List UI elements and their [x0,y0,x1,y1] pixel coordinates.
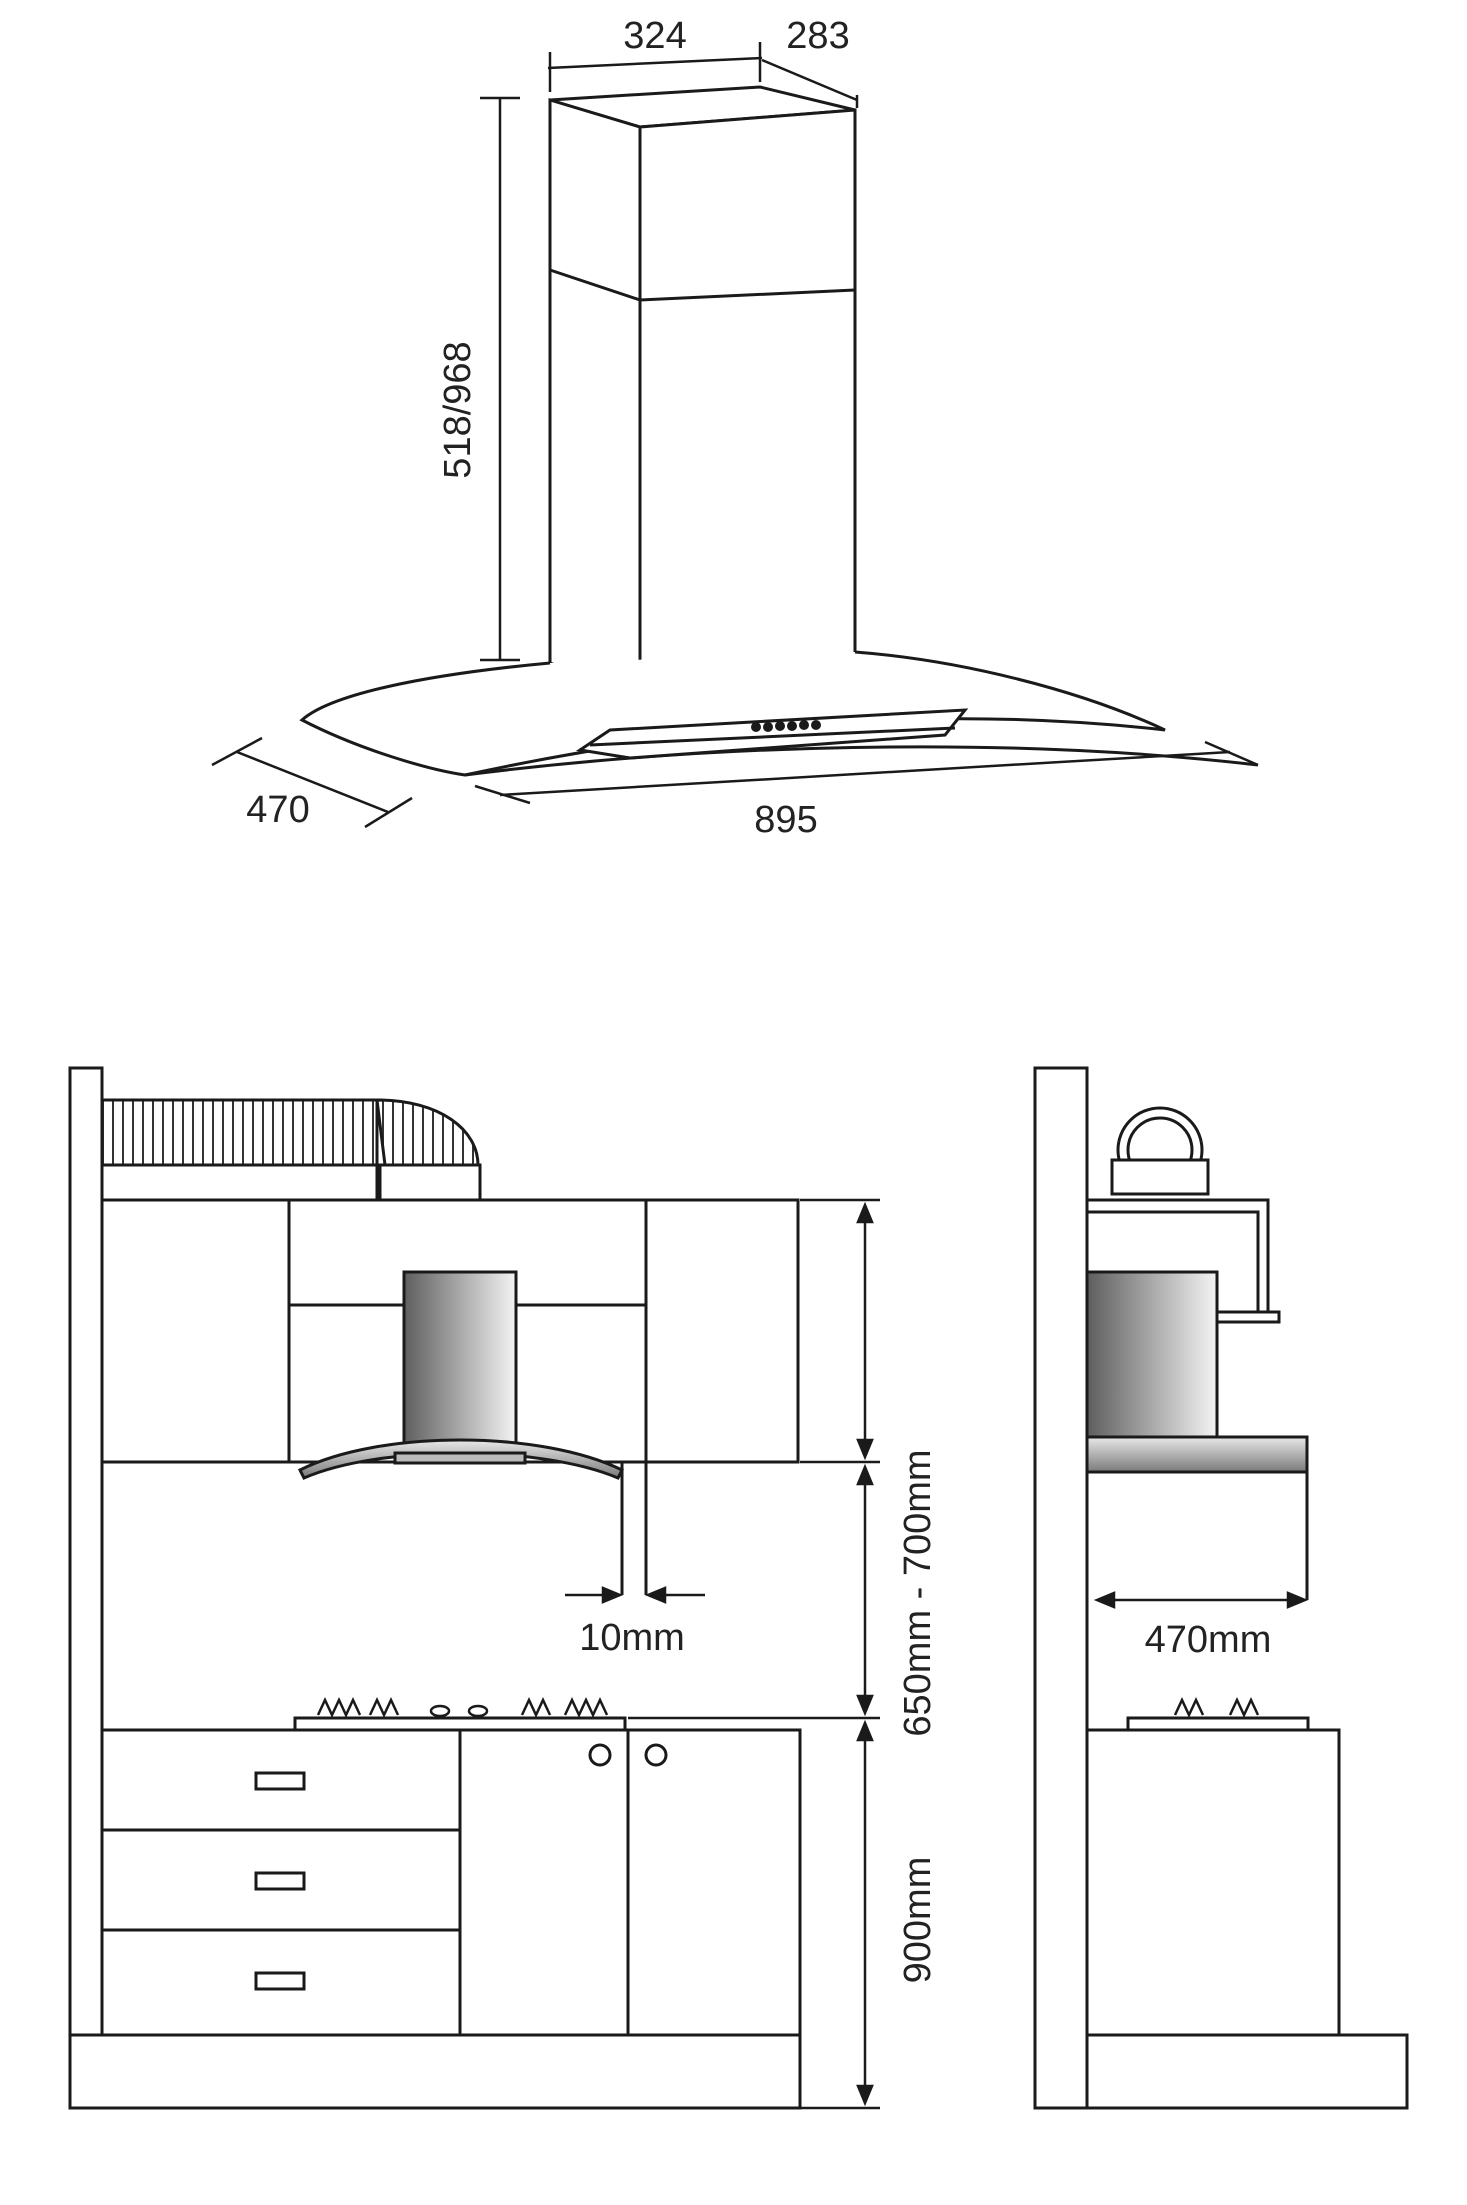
chimney-depth-label: 283 [786,15,849,57]
front-hood-canopy [297,1438,625,1480]
chimney-side [638,108,857,697]
burner-flames-front [316,1697,609,1718]
floor-plinth [68,2033,802,2110]
control-buttons [751,720,821,732]
canopy-rim [464,745,1259,777]
control-knob [588,1743,612,1767]
front-dimension-lines [565,1198,880,2110]
gap-label: 10mm [579,1617,685,1659]
chimney-front [548,97,642,698]
hood-isometric-view [299,85,1259,777]
chimney-height-label: 518/968 [437,341,479,478]
control-panel [575,708,969,760]
canopy-width-label: 895 [754,799,817,841]
side-wall [68,1066,104,2110]
side-dimension-lines [1093,1591,1309,1609]
chimney-width-label: 324 [623,15,686,57]
canopy-glass [299,650,1166,777]
front-cooktop [293,1716,627,1732]
hood-dimension-lines [211,42,1259,829]
front-hood-chimney [402,1270,518,1454]
upper-cabinet-left [100,1198,291,1464]
duct-collar [378,1163,482,1202]
side-cooktop [1126,1716,1310,1732]
base-cabinet [100,1728,802,2037]
side-canopy-depth-label: 470mm [1145,1619,1272,1661]
counter-height-label: 900mm [897,1857,939,1984]
side-hood-canopy [1085,1435,1309,1474]
drawer-handle [254,1771,306,1791]
drawer-handle [254,1871,306,1891]
upper-cabinet-right [644,1198,800,1464]
chimney-split-line [549,268,856,302]
front-installation-view [68,1066,802,2110]
flex-duct [100,1098,379,1167]
canopy-depth-label: 470 [246,789,309,831]
side-view-wall [1033,1066,1089,2110]
control-knob [644,1743,668,1767]
hood-to-cooktop-label: 650mm - 700mm [897,1449,939,1736]
drawer-handle [254,1971,306,1991]
side-view-floor [1085,2033,1409,2110]
burner-flames-side [1173,1697,1260,1718]
side-installation-view [1033,1066,1409,2110]
side-hood-chimney [1085,1270,1219,1439]
side-base-cabinet [1085,1728,1341,2037]
